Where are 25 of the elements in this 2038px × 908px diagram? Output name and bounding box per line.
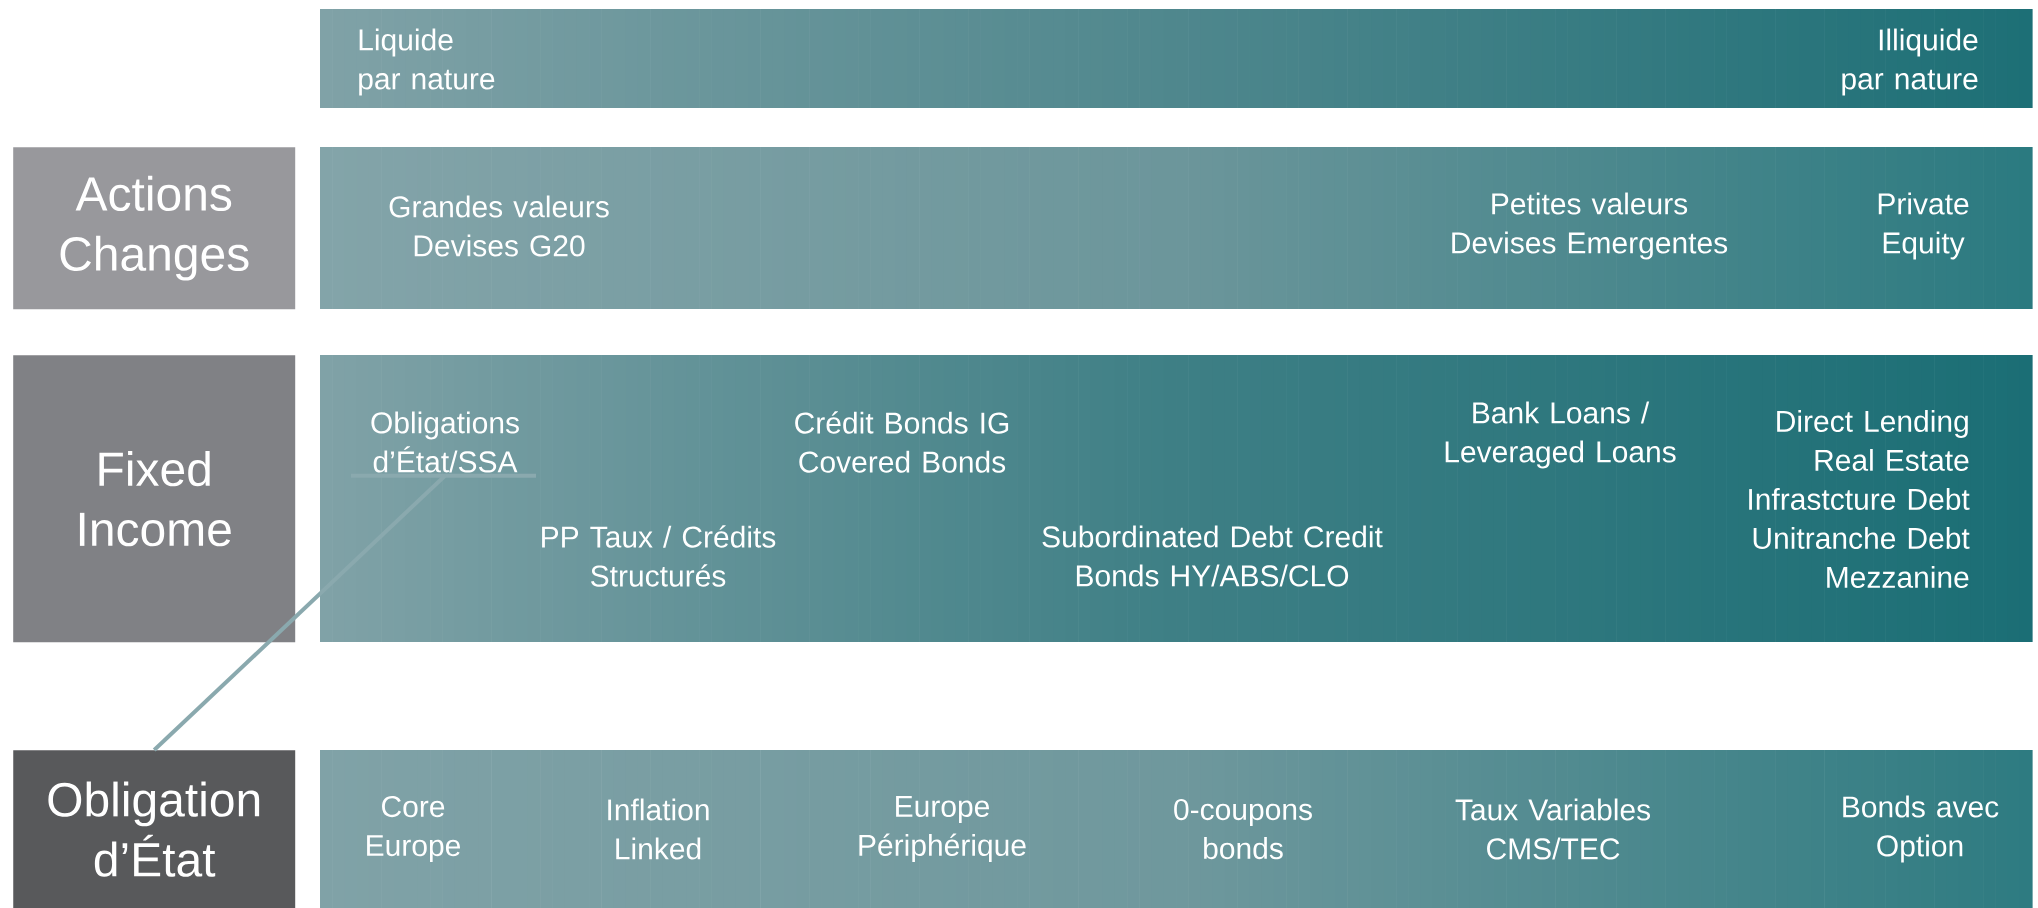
asset-class-label: Illiquide par nature bbox=[1842, 28, 1978, 96]
asset-class-label: 0-coupons bonds bbox=[1174, 798, 1312, 860]
asset-class-label: Subordinated Debt Credit Bonds HY/ABS/CLO bbox=[1042, 525, 1383, 587]
asset-class-label: Core Europe bbox=[367, 795, 461, 863]
leader-line bbox=[152, 474, 447, 752]
gradient-band bbox=[320, 355, 2033, 642]
asset-class-label: PP Taux / Crédits Structurés bbox=[542, 525, 776, 587]
asset-class-label: Direct Lending Real Estate Infrastcture Debt Unitranche Debt Mezzanine bbox=[1749, 410, 1970, 589]
category-box: Actions Changes bbox=[13, 147, 296, 310]
category-box: Obligation d’État bbox=[13, 750, 296, 908]
asset-class-label: Inflation Linked bbox=[608, 798, 709, 860]
asset-class-label: Bonds avec Option bbox=[1843, 795, 1999, 863]
gradient-band bbox=[320, 147, 2033, 309]
asset-class-label: Bank Loans / Leveraged Loans bbox=[1445, 401, 1676, 469]
gradient-band bbox=[320, 750, 2033, 908]
asset-class-label: Europe Périphérique bbox=[859, 796, 1026, 862]
asset-class-label: Taux Variables CMS/TEC bbox=[1455, 798, 1650, 860]
asset-class-label: Grandes valeurs Devises G20 bbox=[389, 195, 609, 257]
asset-class-label: Liquide par nature bbox=[359, 28, 495, 96]
gradient-band bbox=[320, 9, 2033, 108]
asset-class-label: Petites valeurs Devises Emergentes bbox=[1452, 192, 1728, 260]
asset-class-label: Crédit Bonds IG Covered Bonds bbox=[795, 411, 1009, 473]
category-box: Fixed Income bbox=[13, 355, 296, 643]
underlined-label: Obligations d’État/SSA bbox=[351, 411, 536, 478]
asset-class-label: Private Equity bbox=[1878, 192, 1969, 260]
